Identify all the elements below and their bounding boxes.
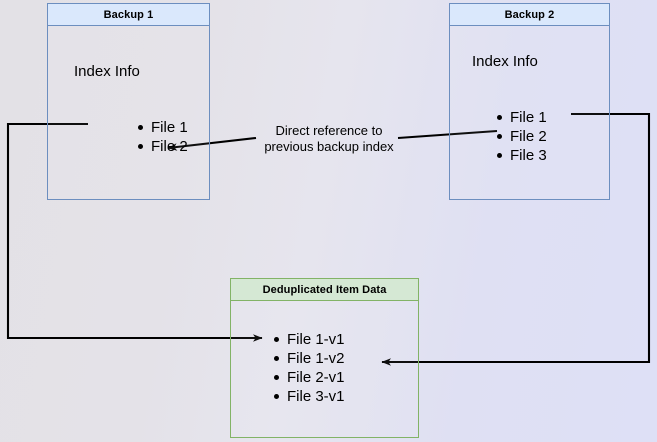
list-item: File 2-v1 [272, 368, 345, 387]
deduplicated-item-data-box[interactable]: Deduplicated Item Data File 1-v1 File 1-… [230, 278, 419, 438]
edge-annotation-to-backup2 [397, 129, 498, 140]
backup2-index-title: Index Info [472, 53, 538, 70]
list-item: File 1-v2 [272, 349, 345, 368]
list-item: File 2 [136, 137, 188, 156]
backup2-header: Backup 2 [450, 4, 609, 26]
edge-backup2-file1-to-dedup [381, 112, 651, 366]
list-item: File 3 [495, 146, 547, 165]
list-item: File 3-v1 [272, 387, 345, 406]
list-item: File 2 [495, 127, 547, 146]
backup1-box[interactable]: Backup 1 Index Info File 1 File 2 [47, 3, 210, 200]
backup1-file-list: File 1 File 2 [136, 118, 188, 156]
backup1-index-title: Index Info [74, 63, 140, 80]
edge-backup1-file1-to-dedup [6, 122, 263, 342]
dedup-file-list: File 1-v1 File 1-v2 File 2-v1 File 3-v1 [272, 330, 345, 406]
list-item: File 1 [495, 108, 547, 127]
list-item: File 1-v1 [272, 330, 345, 349]
annotation-label: Direct reference to previous backup inde… [264, 123, 394, 154]
edge-annotation-to-backup1-file2 [167, 136, 257, 151]
backup2-file-list: File 1 File 2 File 3 [495, 108, 547, 165]
list-item: File 1 [136, 118, 188, 137]
dedup-header: Deduplicated Item Data [231, 279, 418, 301]
backup1-header: Backup 1 [48, 4, 209, 26]
backup2-box[interactable]: Backup 2 Index Info File 1 File 2 File 3 [449, 3, 610, 200]
